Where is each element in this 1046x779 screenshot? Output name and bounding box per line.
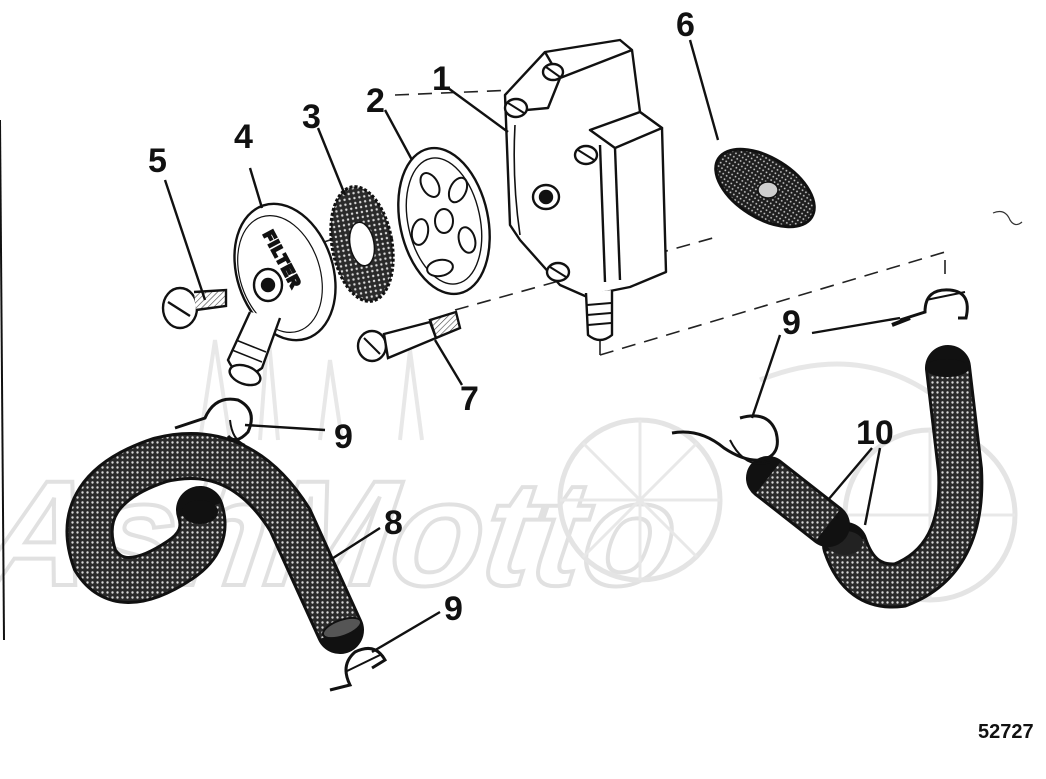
callout-3: 3 <box>302 98 321 136</box>
hose-clamp-upper-left <box>174 397 253 446</box>
callout-9-lower: 9 <box>444 590 463 628</box>
callout-9-left: 9 <box>334 418 353 456</box>
filter-cover: FILTER <box>226 202 337 387</box>
leader-5 <box>163 179 207 301</box>
callout-2: 2 <box>366 82 385 120</box>
fuel-pump-body <box>503 38 668 342</box>
callout-6: 6 <box>676 6 695 44</box>
diaphragm-plate <box>397 146 491 296</box>
callout-4: 4 <box>234 118 253 156</box>
gasket-screen <box>714 147 816 229</box>
fuel-hose-large <box>65 432 364 654</box>
leader-9-right <box>750 334 782 419</box>
hose-clamp-upper-right <box>891 288 969 327</box>
callout-1: 1 <box>432 60 451 98</box>
leader-9-lower <box>371 610 441 654</box>
leader-7 <box>433 339 464 386</box>
leader-8 <box>329 526 381 562</box>
leader-10b <box>863 447 882 526</box>
cover-screw <box>161 286 228 330</box>
fuel-hose-elbow <box>822 345 984 609</box>
callout-numbers: 1 2 3 4 5 6 7 8 9 9 9 10 <box>148 6 894 628</box>
pump-bolt <box>356 310 462 363</box>
filter-screen-element <box>329 185 395 303</box>
callout-9-right: 9 <box>782 304 801 342</box>
leader-lines <box>163 39 901 654</box>
leader-3 <box>316 127 347 196</box>
callout-7: 7 <box>460 380 479 418</box>
fuel-hose-short <box>746 456 850 547</box>
leader-10a <box>827 447 873 501</box>
stray-marks <box>0 119 1023 641</box>
leader-9-left <box>244 423 326 432</box>
leader-4 <box>248 167 264 209</box>
leader-9-right-b <box>811 316 901 335</box>
leader-2 <box>383 109 414 161</box>
callout-8: 8 <box>384 504 403 542</box>
callout-5: 5 <box>148 142 167 180</box>
leader-1 <box>447 87 509 133</box>
hose-clamp-lower <box>329 646 388 692</box>
hose-clamp-middle-right <box>671 414 779 465</box>
reference-number: 52727 <box>978 721 1034 743</box>
leader-6 <box>688 39 720 141</box>
callout-10: 10 <box>856 414 894 452</box>
